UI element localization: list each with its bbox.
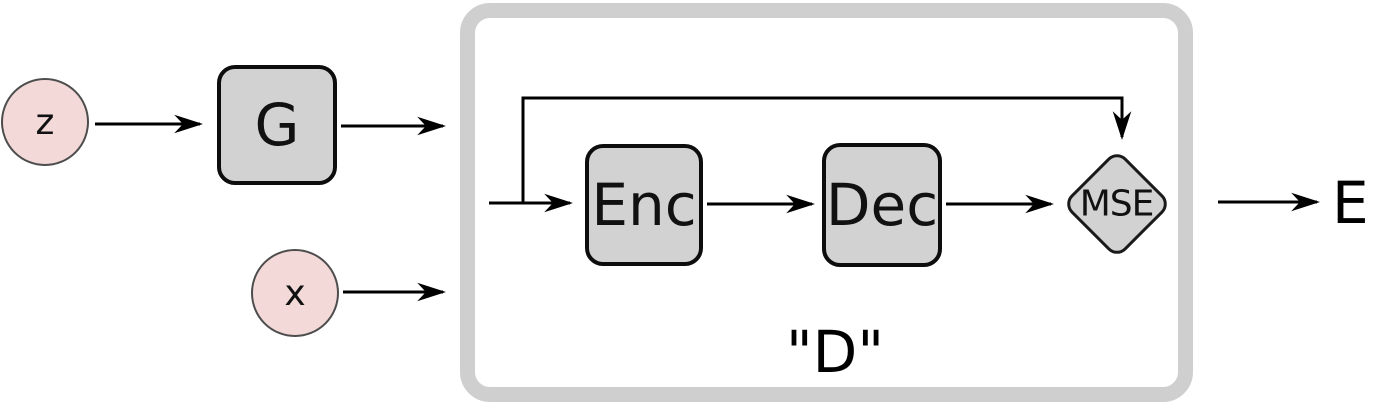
skip-connection-input-to-mse bbox=[521, 96, 1132, 203]
node-z-input: z bbox=[1, 78, 89, 166]
node-x-input: x bbox=[251, 249, 339, 337]
node-encoder-label: Enc bbox=[591, 171, 697, 239]
discriminator-container-box bbox=[460, 3, 1193, 402]
node-generator-label: G bbox=[254, 91, 300, 159]
node-encoder: Enc bbox=[585, 144, 703, 266]
node-generator: G bbox=[217, 65, 337, 185]
node-decoder-label: Dec bbox=[825, 171, 939, 239]
discriminator-label: "D" bbox=[786, 318, 885, 386]
energy-output-label: E bbox=[1332, 169, 1369, 237]
node-decoder: Dec bbox=[822, 143, 942, 267]
node-mse-label: MSE bbox=[1080, 183, 1154, 225]
node-z-label: z bbox=[35, 101, 55, 143]
node-x-label: x bbox=[284, 272, 306, 314]
